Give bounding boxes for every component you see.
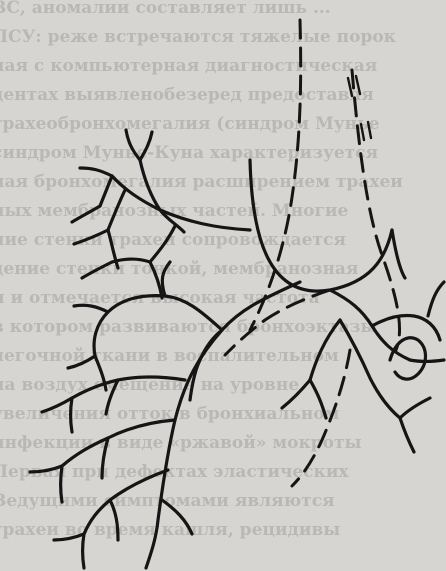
lower-branch	[54, 534, 84, 540]
right-branch	[310, 380, 326, 418]
right-branch	[400, 418, 414, 452]
lower-branch	[110, 500, 118, 540]
right-branch	[282, 380, 310, 408]
middle-branch	[162, 262, 170, 296]
carina-outline	[250, 160, 392, 291]
lower-branch	[61, 466, 63, 502]
lower-branch	[62, 420, 175, 466]
upper-branch	[112, 176, 250, 230]
tick-mark	[348, 78, 352, 96]
upper-branch	[112, 259, 150, 262]
lower-branch	[106, 380, 118, 414]
lower-branch	[42, 398, 72, 412]
upper-branch	[150, 226, 175, 262]
lower-branch	[30, 466, 62, 472]
lower-branch	[162, 500, 192, 534]
lower-branch	[72, 377, 185, 398]
lower-branch	[83, 534, 85, 568]
right-branch	[400, 398, 430, 418]
upper-branch	[100, 176, 112, 206]
upper-branch	[82, 262, 112, 278]
right-branch	[310, 320, 340, 380]
tick-mark	[356, 76, 360, 94]
right-branch	[428, 282, 444, 316]
upper-branch	[150, 262, 162, 298]
right-bronchus-loop	[372, 315, 440, 340]
right-mainstem-upper	[392, 230, 405, 278]
right-bronchus-inner	[340, 320, 400, 418]
right-branch	[410, 360, 444, 362]
upper-branch	[80, 168, 112, 176]
upper-branch	[140, 160, 160, 210]
middle-branch	[68, 356, 95, 368]
left-bronchus-dash	[225, 290, 330, 355]
upper-branch	[108, 190, 125, 230]
upper-branch	[72, 206, 100, 222]
upper-branch	[74, 230, 108, 244]
lower-branch	[71, 398, 73, 432]
left-main-bronchus	[146, 282, 300, 568]
tick-mark	[368, 122, 371, 138]
middle-branch-loop	[94, 296, 222, 356]
upper-branch	[126, 130, 140, 160]
right-bronchus-dash	[292, 350, 350, 486]
upper-branch	[140, 132, 152, 160]
lower-branch	[84, 470, 168, 534]
tick-mark	[361, 124, 364, 140]
lower-branch	[102, 438, 108, 478]
middle-branch	[74, 305, 108, 312]
